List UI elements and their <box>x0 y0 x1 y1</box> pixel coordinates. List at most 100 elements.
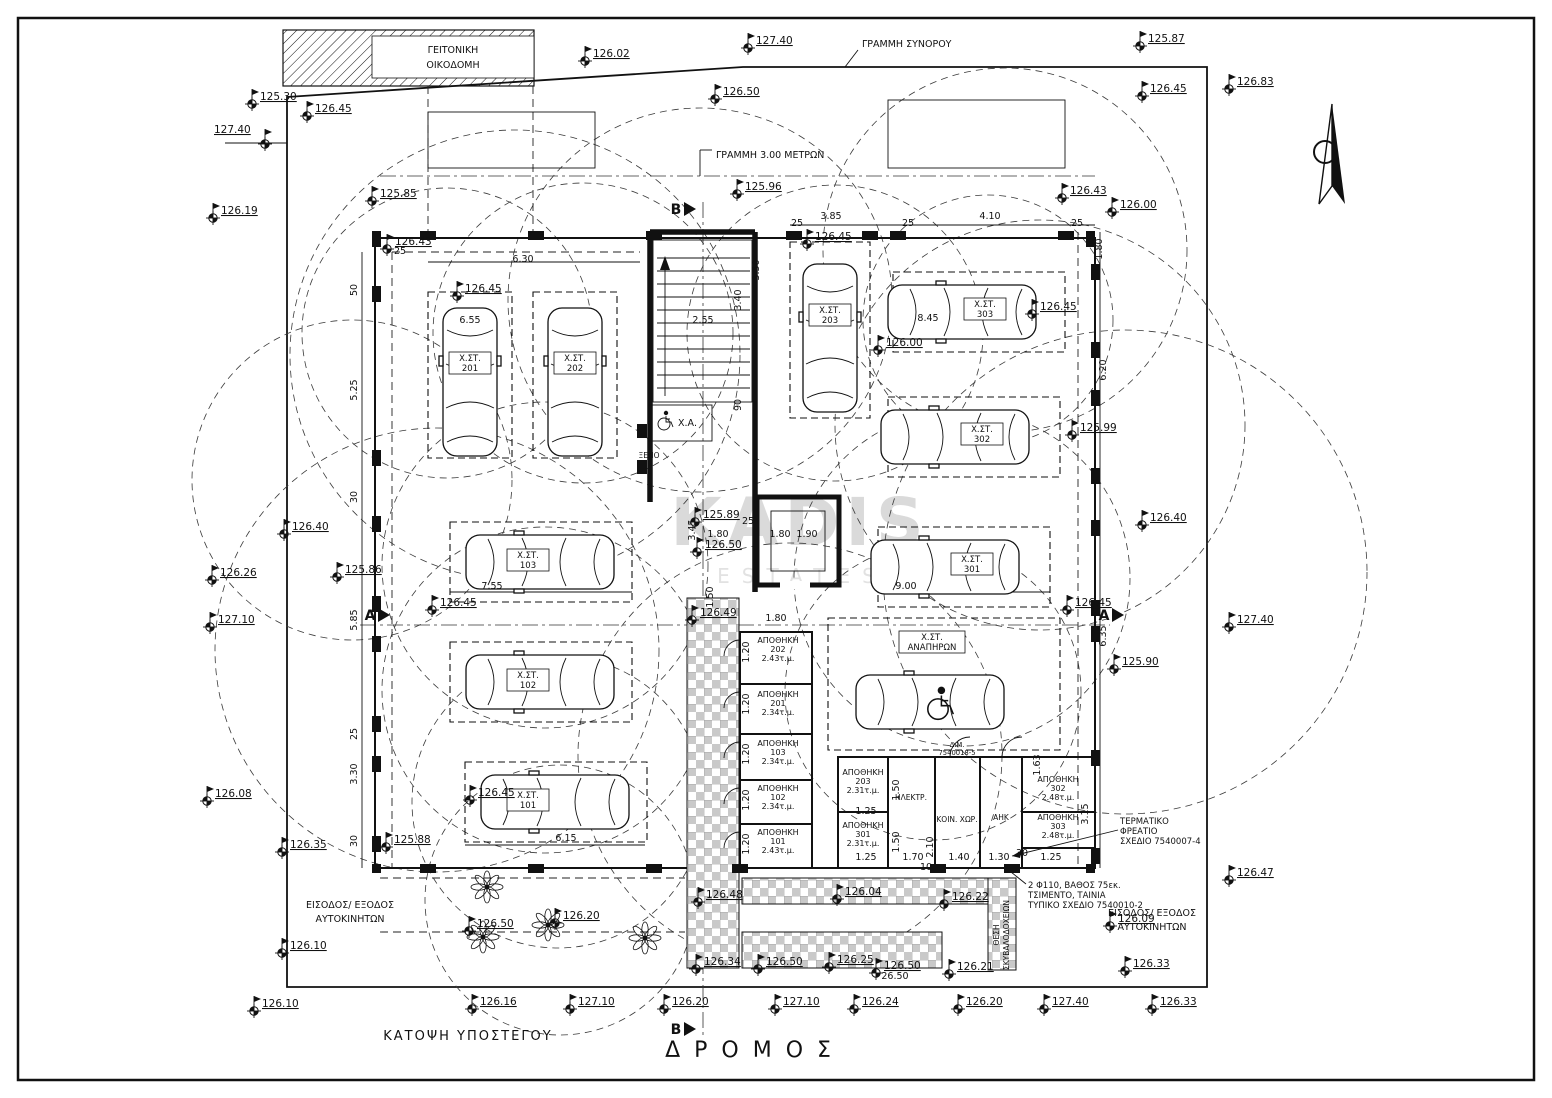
parking-stall: Χ.ΣΤ.302 <box>880 396 1061 478</box>
stall-layer: Χ.ΣΤ.201Χ.ΣΤ.202Χ.ΣΤ.203Χ.ΣΤ.303Χ.ΣΤ.302… <box>427 241 1066 843</box>
svg-text:2.48τ.μ.: 2.48τ.μ. <box>1042 831 1075 840</box>
stair-landing <box>652 239 753 403</box>
stall-label-number: ΑΝΑΠΗΡΩΝ <box>908 643 957 653</box>
spot-elevation: 126.49 <box>685 605 737 627</box>
spot-layer: 125.30127.40126.45126.19126.02127.40126.… <box>200 31 1274 1018</box>
svg-text:ΑΠΟΘΗΚΗ: ΑΠΟΘΗΚΗ <box>842 768 883 777</box>
tree-icon <box>466 920 500 954</box>
bins-label: ΘΕΣΗ ΣΚΥΒΑΛΟΔΟΧΕΙΩΝ <box>992 900 1011 970</box>
tree-icon <box>628 921 662 955</box>
section-marker: Α <box>365 608 390 624</box>
svg-text:103: 103 <box>770 748 785 757</box>
spot-elevation: 126.45 <box>463 785 515 807</box>
column <box>732 864 748 873</box>
svg-text:2.48τ.μ.: 2.48τ.μ. <box>1042 793 1075 802</box>
dimension-label: 5.85 <box>349 609 360 630</box>
spot-elevation: 126.45 <box>450 281 502 303</box>
spot-elevation: 127.10 <box>768 994 820 1016</box>
spot-elevation-value: 126.45 <box>440 597 477 609</box>
accessible-room-label: Χ.Α. <box>678 418 697 429</box>
spot-elevation: 126.22 <box>937 889 989 911</box>
spot-elevation-value: 126.09 <box>1118 913 1155 925</box>
dimension-label: 1.80 <box>769 529 790 540</box>
spot-elevation-value: 126.22 <box>952 891 989 903</box>
spot-elevation: 125.89 <box>688 507 740 529</box>
column <box>528 864 544 873</box>
spot-elevation-value: 126.21 <box>957 961 994 973</box>
xeno-label: ΞΕΝΟ <box>639 451 660 460</box>
spot-elevation: 126.50 <box>751 954 803 976</box>
column <box>930 864 946 873</box>
parking-stall: Χ.ΣΤ.301 <box>870 526 1051 608</box>
column <box>637 460 647 474</box>
spot-elevation: 126.00 <box>1105 197 1157 219</box>
spot-elevation-value: 126.20 <box>672 996 709 1008</box>
spot-elevation: 126.47 <box>1222 865 1274 887</box>
column <box>1091 848 1100 864</box>
spot-elevation-value: 126.34 <box>704 956 741 968</box>
road-label: ΔΡΟΜΟΣ <box>665 1038 845 1063</box>
spot-elevation: 126.09 <box>1103 911 1155 933</box>
stall-label-prefix: Χ.ΣΤ. <box>459 354 481 364</box>
spot-elevation-value: 126.19 <box>221 205 258 217</box>
svg-text:2.34τ.μ.: 2.34τ.μ. <box>762 802 795 811</box>
column <box>1091 750 1100 766</box>
stall-label-number: 302 <box>974 435 990 445</box>
tree-layer <box>466 870 662 955</box>
dm-label-line1: Δ.Μ. <box>950 741 965 749</box>
spot-elevation-value: 126.25 <box>837 954 874 966</box>
column <box>1086 864 1095 873</box>
spot-elevation-value: 125.96 <box>745 181 782 193</box>
spot-elevation-value: 126.40 <box>1150 512 1187 524</box>
spot-elevation: 126.40 <box>1135 510 1187 532</box>
entrance-right-line1: ΕΙΣΟΔΟΣ/ ΕΞΟΔΟΣ <box>1108 908 1196 919</box>
spot-elevation: 126.10 <box>247 996 299 1018</box>
spot-elevation-value: 126.10 <box>290 940 327 952</box>
spot-elevation: 126.33 <box>1145 994 1197 1016</box>
dimension-label: 25 <box>394 246 406 257</box>
spot-elevation-value: 127.40 <box>1237 614 1274 626</box>
spot-elevation-value: 125.85 <box>380 188 417 200</box>
stall-label-box <box>960 422 1004 446</box>
column <box>646 864 662 873</box>
column <box>890 231 906 240</box>
stall-label-number: 102 <box>520 681 536 691</box>
elevator-shaft <box>754 494 842 589</box>
column <box>372 450 381 466</box>
spot-elevation-value: 126.45 <box>465 283 502 295</box>
spot-elevation: 126.02 <box>578 46 630 68</box>
spot-elevation-value: 127.40 <box>1052 996 1089 1008</box>
spot-elevation: 125.86 <box>330 562 382 584</box>
spot-elevation: 126.20 <box>548 908 600 930</box>
column <box>1091 390 1100 406</box>
spot-elevation: 126.45 <box>1060 595 1112 617</box>
svg-text:101: 101 <box>770 837 785 846</box>
svg-text:201: 201 <box>770 699 785 708</box>
column <box>372 836 381 852</box>
dimension-label: 1.25 <box>1040 852 1061 863</box>
spot-elevation: 126.50 <box>690 537 742 559</box>
drawing-frame <box>16 16 1536 1082</box>
spot-elevation: 126.08 <box>200 786 252 808</box>
canopy-circle <box>793 409 1131 747</box>
setback-line-label: ΓΡΑΜΜΗ 3.00 ΜΕΤΡΩΝ <box>380 149 1095 177</box>
tree-icon <box>531 908 565 942</box>
dimension-label: 1.70 <box>902 852 923 863</box>
stall-label-prefix: Χ.ΣΤ. <box>517 551 539 561</box>
tree-icon <box>470 870 504 904</box>
dimension-label: 3.30 <box>349 763 360 784</box>
plan-title: ΚΑΤΟΨΗ ΥΠΟΣΤΕΓΟΥ <box>383 1029 552 1044</box>
electrical-room-label: ΗΛΕΚΤΡ. <box>895 793 927 802</box>
spot-elevation-value: 126.33 <box>1133 958 1170 970</box>
svg-text:ΑΠΟΘΗΚΗ: ΑΠΟΘΗΚΗ <box>757 828 798 837</box>
spot-elevation: 127.40 <box>1037 994 1089 1016</box>
dimension-label: 6.15 <box>555 833 576 844</box>
spot-elevation: 126.19 <box>206 203 258 225</box>
misc-layer <box>657 257 955 721</box>
